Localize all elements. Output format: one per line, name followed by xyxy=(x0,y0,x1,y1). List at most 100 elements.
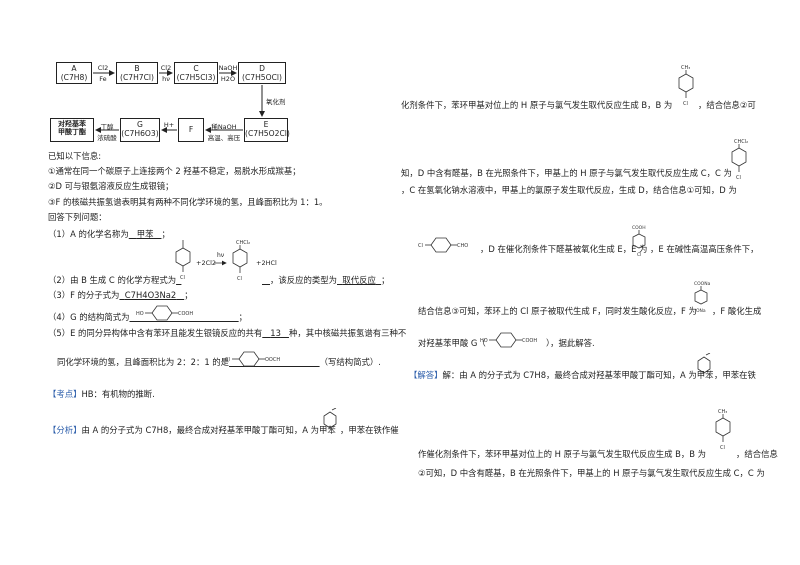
q5-answer-text: 13 xyxy=(270,328,281,338)
box-target: 对羟基苯 甲酸丁酯 xyxy=(50,118,94,142)
box-g-formula: (C7H6O3) xyxy=(121,129,159,139)
p-chlorotoluene-structure-b: CH₃ Cl xyxy=(678,65,694,107)
q5-line2-suffix: （写结构简式）. xyxy=(319,357,381,367)
kaodian-text: HB：有机物的推断. xyxy=(81,389,155,399)
kaodian-line: 【考点】HB：有机物的推断. xyxy=(48,389,155,399)
question-5-line2: 同化学环境的氢，且峰面积比为 2：2：1 的是 （写结构简式）. xyxy=(57,357,381,367)
box-d-label: D xyxy=(259,64,265,73)
kaodian-tag: 【考点】 xyxy=(48,389,82,399)
q2-arrow xyxy=(214,260,227,266)
known-heading: 已知以下信息: xyxy=(48,151,102,161)
cond-ab-top: Cl2 xyxy=(97,64,109,72)
fenxi-line: 【分析】由 A 的分子式为 C7H8，最终合成对羟基苯甲酸丁酯可知，A 为甲苯 xyxy=(48,425,336,435)
fenxi-tail: ，甲苯在铁作催 xyxy=(340,425,399,435)
q1-prefix: （1）A 的化学名称为 xyxy=(48,229,129,239)
right-p2: 知，D 中含有醛基，B 在光照条件下，甲基上的 H 原子与氯气发生取代反应生成 … xyxy=(401,168,732,178)
svg-text:Cl: Cl xyxy=(418,243,423,249)
svg-text:HO: HO xyxy=(136,311,144,317)
box-target-line2: 甲酸丁酯 xyxy=(58,128,86,137)
svg-text:Cl: Cl xyxy=(225,357,230,363)
svg-text:CHCl₂: CHCl₂ xyxy=(236,240,250,246)
cond-ef-bot: 高温、高压 xyxy=(207,134,241,142)
cond-bc-top: Cl2 xyxy=(160,64,172,72)
box-e-formula: (C7H5O2Cl) xyxy=(245,129,290,139)
q1-suffix: ； xyxy=(161,229,170,239)
jieda-line: 【解答】解：由 A 的分子式为 C7H8，最终合成对羟基苯甲酸丁酯可知，A 为甲… xyxy=(409,370,714,380)
question-1: （1）A 的化学名称为 甲苯 ； xyxy=(48,229,170,239)
svg-text:Cl: Cl xyxy=(237,276,242,282)
q3-answer-text: C7H4O3Na2 xyxy=(124,290,177,300)
box-b: B (C7H7Cl) xyxy=(116,62,158,84)
cond-gt-bot: 浓硫酸 xyxy=(97,134,117,142)
f-structure: COONa ONa xyxy=(694,281,711,314)
p-chlorotoluene-structure-b2: CH₃ Cl xyxy=(715,409,731,451)
box-c-formula: (C7H5Cl3) xyxy=(176,73,216,83)
box-d-formula: (C7H5OCl) xyxy=(242,73,282,83)
box-a: A (C7H8) xyxy=(56,62,92,84)
svg-text:HO: HO xyxy=(480,338,488,344)
p-hydroxybenzoic-acid-structure: HO COOH xyxy=(136,305,193,321)
right-p7: 作催化剂条件下，苯环甲基对位上的 H 原子与氯气发生取代反应生成 B，B 为 xyxy=(418,449,707,459)
info-3: ③F 的核磁共振氢谱表明其有两种不同化学环境的氢，且峰面积比为 1：1。 xyxy=(48,197,328,207)
right-p6-tail: ），据此解答. xyxy=(546,338,595,348)
box-e-label: E xyxy=(263,120,269,129)
right-p8: ②可知，D 中含有醛基，B 在光照条件下，甲基上的 H 原子与氯气发生取代反应生… xyxy=(418,468,765,478)
cond-gt-top: 丁醇 xyxy=(100,123,114,131)
box-c-label: C xyxy=(193,64,199,73)
svg-text:COOH: COOH xyxy=(178,311,193,317)
q5-answer: 13 xyxy=(262,328,289,338)
right-p1-tail: ，结合信息②可 xyxy=(698,100,756,110)
chlorobenzal-chloride-structure: CHCl₂ Cl xyxy=(232,240,250,282)
svg-text:CHO: CHO xyxy=(457,243,468,249)
box-g: G (C7H6O3) xyxy=(120,118,160,142)
toluene-structure-left xyxy=(323,408,337,429)
cond-fg-top: H+ xyxy=(163,121,175,129)
cond-de-side: 氧化剂 xyxy=(266,98,286,106)
svg-text:CH₃: CH₃ xyxy=(681,65,690,71)
right-p4-tail: ，E 在碱性高温高压条件下， xyxy=(650,244,759,254)
svg-text:Cl: Cl xyxy=(683,101,688,107)
jieda-tail: ，甲苯在铁 xyxy=(714,370,756,380)
right-p5-tail: ，F 酸化生成 xyxy=(712,306,762,316)
box-b-formula: (C7H7Cl) xyxy=(119,73,154,83)
q2-reactant-plus: +2Cl2 xyxy=(196,259,217,267)
right-p6: 对羟基苯甲酸 G（ xyxy=(418,338,486,348)
cond-cd-bot: H2O xyxy=(220,75,236,83)
right-p5: 结合信息③可知，苯环上的 Cl 原子被取代生成 F，同时发生酸化反应，F 为 xyxy=(418,306,697,316)
svg-text:COOH: COOH xyxy=(522,338,537,344)
question-3: （3）F 的分子式为 C7H4O3Na2 ； xyxy=(48,290,193,300)
right-p3: ，C 在氢氧化钠水溶液中，甲基上的氯原子发生取代反应，生成 D，结合信息①可知，… xyxy=(401,185,737,195)
box-a-label: A xyxy=(71,64,77,73)
q3-suffix: ； xyxy=(184,290,193,300)
q2-prefix: （2）由 B 生成 C 的化学方程式为 xyxy=(48,275,177,285)
right-p7-tail: ，结合信息 xyxy=(736,449,778,459)
scheme-arrows xyxy=(93,70,265,133)
svg-text:COONa: COONa xyxy=(694,281,711,287)
chlorophenyl-formate-structure: Cl OOCH xyxy=(225,351,280,367)
box-a-formula: (C7H8) xyxy=(60,73,88,83)
p-chlorobenzaldehyde-structure: Cl CHO xyxy=(418,237,468,253)
svg-text:OOCH: OOCH xyxy=(265,357,280,363)
p-chlorotoluene-structure: Cl xyxy=(175,240,191,281)
info-1: ①通常在同一个碳原子上连接两个 2 羟基不稳定，易脱水形成羰基； xyxy=(48,166,301,176)
q2-condition: hν xyxy=(217,252,225,259)
box-c: C (C7H5Cl3) xyxy=(174,62,218,84)
right-p1: 化剂条件下，苯环甲基对位上的 H 原子与氯气发生取代反应生成 B，B 为 xyxy=(401,100,673,110)
right-p4: ，D 在催化剂条件下醛基被氧化生成 E，E 为 xyxy=(480,244,648,254)
cond-bc-bot: hν xyxy=(162,75,170,83)
q5-mid: 种，其中核磁共振氢谱有三种不 xyxy=(288,328,407,338)
box-g-label: G xyxy=(137,120,143,129)
q3-prefix: （3）F 的分子式为 xyxy=(48,290,120,300)
box-e: E (C7H5O2Cl) xyxy=(244,118,290,142)
question-5-line1: （5）E 的同分异构体中含有苯环且能发生银镜反应的共有 13 种，其中核磁共振氢… xyxy=(48,328,407,338)
cond-cd-top: NaOH xyxy=(218,64,238,72)
question-2: （2）由 B 生成 C 的化学方程式为 xyxy=(48,275,181,285)
cond-ef-top: 稀NaOH xyxy=(211,123,237,131)
svg-text:ONa: ONa xyxy=(696,308,706,314)
jieda-text: 解：由 A 的分子式为 C7H8，最终合成对羟基苯甲酸丁酯可知，A 为甲苯 xyxy=(442,370,714,380)
q2-mid: ，该反应的类型为 xyxy=(270,275,337,285)
fenxi-text: 由 A 的分子式为 C7H8，最终合成对羟基苯甲酸丁酯可知，A 为甲苯 xyxy=(81,425,336,435)
svg-text:Cl: Cl xyxy=(637,252,641,258)
p-hydroxybenzoic-acid-structure-right: HO COOH xyxy=(480,332,537,348)
q2-suffix: ； xyxy=(381,275,390,285)
